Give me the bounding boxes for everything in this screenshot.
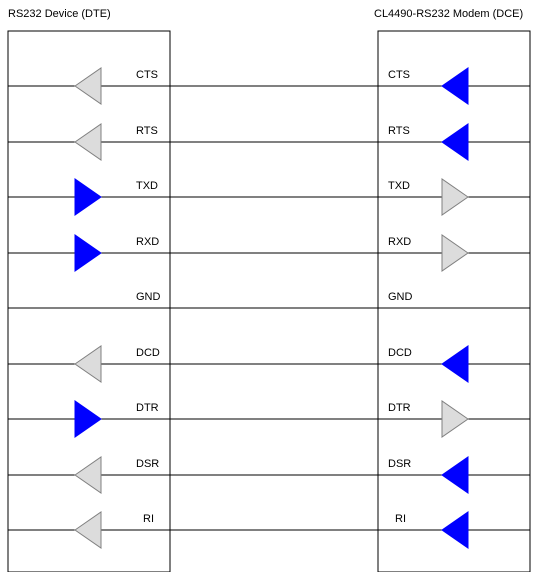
dce-left-arrow-icon: [441, 456, 469, 494]
dce-signal-label: DTR: [388, 402, 411, 414]
dce-left-arrow-icon: [441, 511, 469, 549]
dce-signal-label: DCD: [388, 347, 412, 359]
dte-right-arrow-icon: [74, 400, 102, 438]
signal-row-ri: RI RI: [8, 511, 530, 549]
dte-device-box: [7, 30, 171, 572]
dte-signal-label: DTR: [136, 402, 159, 414]
signal-row-dcd: DCD DCD: [8, 345, 530, 383]
dce-device-box: [377, 30, 531, 572]
dte-signal-label: RXD: [136, 236, 159, 248]
dte-left-arrow-icon: [74, 345, 102, 383]
dte-signal-label: GND: [136, 291, 161, 303]
dce-signal-label: RTS: [388, 125, 410, 137]
signal-row-gnd: GND GND: [8, 291, 530, 309]
dce-left-arrow-icon: [441, 123, 469, 161]
dce-signal-label: GND: [388, 291, 413, 303]
signal-row-cts: CTS CTS: [8, 67, 530, 105]
dte-title: RS232 Device (DTE): [8, 8, 111, 20]
dce-left-arrow-icon: [441, 67, 469, 105]
dce-signal-label: DSR: [388, 458, 411, 470]
dte-left-arrow-icon: [74, 67, 102, 105]
dce-left-arrow-icon: [441, 345, 469, 383]
dce-signal-label: TXD: [388, 180, 410, 192]
signal-row-rxd: RXD RXD: [8, 234, 530, 272]
dte-signal-label: TXD: [136, 180, 158, 192]
dte-right-arrow-icon: [74, 178, 102, 216]
signal-row-txd: TXD TXD: [8, 178, 530, 216]
dce-signal-label: RI: [395, 513, 406, 525]
dte-signal-label: RI: [143, 513, 154, 525]
dce-title: CL4490-RS232 Modem (DCE): [374, 8, 523, 20]
dce-signal-label: RXD: [388, 236, 411, 248]
dce-right-arrow-icon: [441, 234, 469, 272]
dce-signal-label: CTS: [388, 69, 410, 81]
signal-row-dtr: DTR DTR: [8, 400, 530, 438]
dte-signal-label: DSR: [136, 458, 159, 470]
dte-signal-label: CTS: [136, 69, 158, 81]
dte-signal-label: DCD: [136, 347, 160, 359]
dce-right-arrow-icon: [441, 178, 469, 216]
signal-row-rts: RTS RTS: [8, 123, 530, 161]
dte-signal-label: RTS: [136, 125, 158, 137]
dte-left-arrow-icon: [74, 456, 102, 494]
dte-left-arrow-icon: [74, 511, 102, 549]
signal-row-dsr: DSR DSR: [8, 456, 530, 494]
dte-right-arrow-icon: [74, 234, 102, 272]
dte-left-arrow-icon: [74, 123, 102, 161]
dce-right-arrow-icon: [441, 400, 469, 438]
